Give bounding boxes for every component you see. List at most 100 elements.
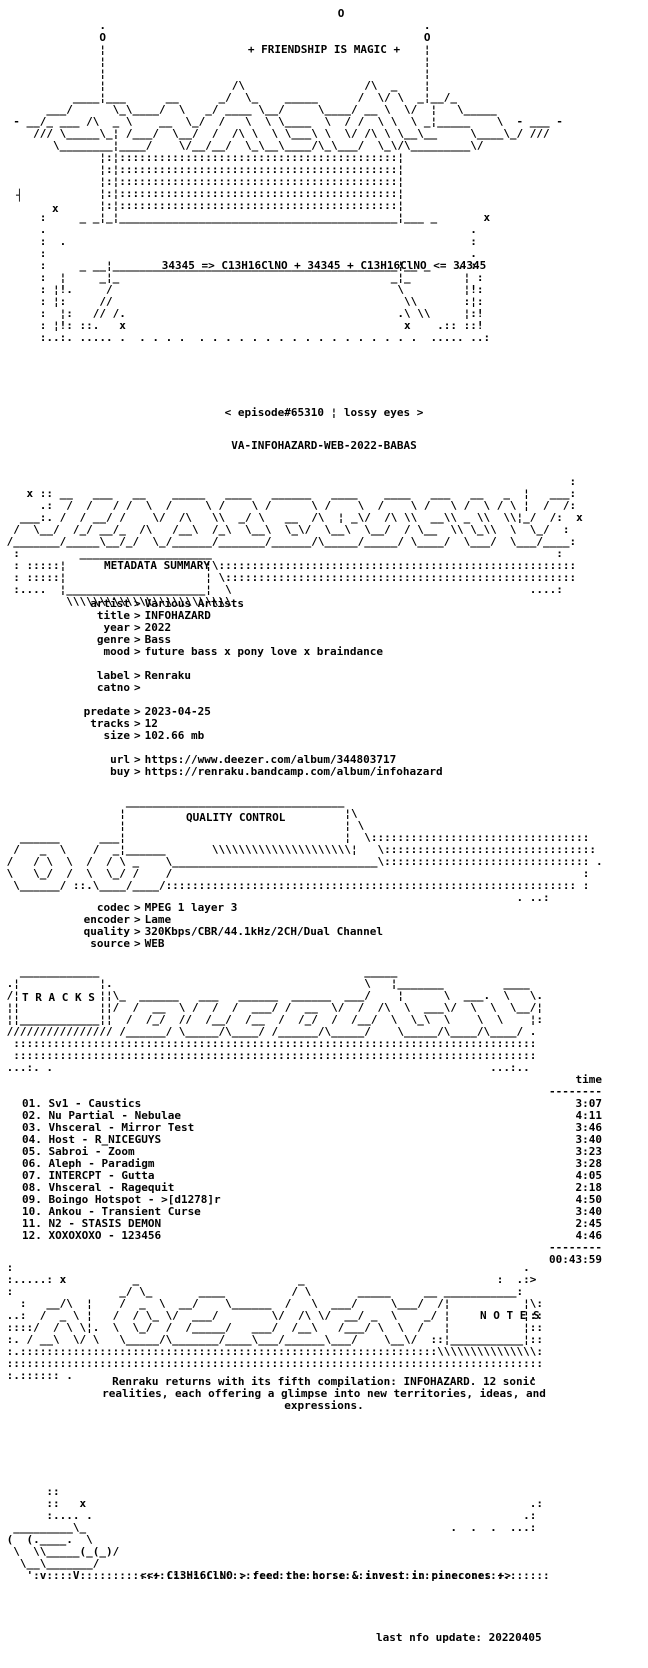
field-value: Various Artists — [144, 597, 244, 610]
header-ascii-art: O . . O O ¦ ¦ — [13, 7, 563, 344]
field-key: mood — [103, 645, 131, 658]
track-time: 2:45 — [575, 1217, 603, 1230]
track-row: 12. XOXOXOXO - 123456 4:46 — [22, 1230, 602, 1242]
track-row: 09. Boingo Hotspot - >[d1278]r 4:50 — [22, 1194, 602, 1206]
track-row: 03. Vhsceral - Mirror Test 3:46 — [22, 1122, 602, 1134]
field-value: 320Kbps/CBR/44.1kHz/2CH/Dual Channel — [144, 925, 384, 938]
track-title: 10. Ankou - Transient Curse — [22, 1205, 201, 1218]
field-key: encoder — [83, 913, 130, 926]
total-divider: -------- — [549, 1241, 602, 1254]
total-divider-row: -------- — [22, 1242, 602, 1254]
metadata-banner-art: : x :: __ ___ __ _____ ____ ______ ____ … — [6, 475, 583, 608]
field-tracks: tracks>12 — [0, 718, 648, 730]
track-time: 3:23 — [575, 1145, 603, 1158]
side-glyph: ┤ — [16, 189, 23, 202]
track-time: 3:28 — [575, 1157, 603, 1170]
field-value: 2023-04-25 — [144, 705, 211, 718]
field-size: size>102.66 mb — [0, 730, 648, 742]
buy-link[interactable]: https://renraku.bandcamp.com/album/infoh… — [144, 765, 443, 778]
metadata-heading: METADATA SUMMARY — [104, 559, 210, 572]
track-title: 09. Boingo Hotspot - >[d1278]r — [22, 1193, 221, 1206]
track-title: 05. Sabroi - Zoom — [22, 1145, 135, 1158]
notes-line-3: expressions. — [284, 1399, 364, 1412]
field-value: WEB — [144, 937, 165, 950]
field-key: quality — [83, 925, 130, 938]
notes-banner-art: : . :.....: x _ _ : .:> : _/ \_ ____ — [6, 1261, 544, 1382]
tracks-heading: T R A C K S — [22, 991, 95, 1004]
track-title: 03. Vhsceral - Mirror Test — [22, 1121, 195, 1134]
quality-banner-art: _________________________________ ¦ ¦\ ¦… — [6, 795, 603, 904]
track-title: 01. Sv1 - Caustics — [22, 1097, 142, 1110]
track-title: 11. N2 - STASIS DEMON — [22, 1217, 162, 1230]
track-time: 4:05 — [575, 1169, 603, 1182]
notes-heading: N O T E S — [480, 1309, 540, 1322]
track-row: 08. Vhsceral - Ragequit 2:18 — [22, 1182, 602, 1194]
last-update: last nfo update: 20220405 — [376, 1631, 542, 1644]
field-label: label>Renraku — [0, 670, 648, 682]
track-time: 3:46 — [575, 1121, 603, 1134]
field-predate: predate>2023-04-25 — [0, 706, 648, 718]
field-value: 102.66 mb — [144, 729, 205, 742]
track-time: 3:40 — [575, 1205, 603, 1218]
field-year: year>2022 — [0, 622, 648, 634]
time-divider: -------- — [549, 1085, 602, 1098]
notes-line-1: Renraku returns with its fifth compilati… — [112, 1375, 536, 1388]
field-codec: codec>MPEG 1 layer 3 — [0, 902, 648, 914]
field-genre: genre>Bass — [0, 634, 648, 646]
side-x-mark: x — [52, 202, 59, 215]
quality-heading: QUALITY CONTROL — [186, 811, 286, 824]
field-encoder: encoder>Lame — [0, 914, 648, 926]
track-row: 06. Aleph - Paradigm 3:28 — [22, 1158, 602, 1170]
field-key: codec — [96, 901, 130, 914]
field-value: Bass — [144, 633, 172, 646]
url-link[interactable]: https://www.deezer.com/album/344803717 — [144, 753, 397, 766]
field-key: genre — [96, 633, 130, 646]
field-url: url>https://www.deezer.com/album/3448037… — [0, 754, 648, 766]
field-key: buy — [110, 765, 130, 778]
field-quality: quality>320Kbps/CBR/44.1kHz/2CH/Dual Cha… — [0, 926, 648, 938]
field-key: artist — [90, 597, 130, 610]
track-row: 07. INTERCPT - Gutta 4:05 — [22, 1170, 602, 1182]
track-time: 4:11 — [575, 1109, 603, 1122]
field-value: 12 — [144, 717, 158, 730]
field-value: 2022 — [144, 621, 172, 634]
footer-art: :: :: x .: :.... . .: _________\_ — [6, 1485, 550, 1582]
field-value: MPEG 1 layer 3 — [144, 901, 238, 914]
field-catno: catno> — [0, 682, 648, 694]
field-value: INFOHAZARD — [144, 609, 211, 622]
track-time: 2:18 — [575, 1181, 603, 1194]
footer-tagline: <<+ C13H16ClNO > feed the horse & invest… — [140, 1569, 511, 1582]
field-value: Lame — [144, 913, 172, 926]
field-artist: artist>Various Artists — [0, 598, 648, 610]
track-row: 02. Nu Partial - Nebulae 4:11 — [22, 1110, 602, 1122]
field-key: size — [103, 729, 131, 742]
track-title: 02. Nu Partial - Nebulae — [22, 1109, 181, 1122]
track-time: 4:46 — [575, 1229, 603, 1242]
tracks-banner-art: ____________ _____ .¦ ¦. \ ¦_______ ____… — [6, 965, 544, 1074]
header-title: + FRIENDSHIP IS MAGIC + — [247, 43, 401, 56]
field-source: source>WEB — [0, 938, 648, 950]
field-title: title>INFOHAZARD — [0, 610, 648, 622]
track-title: 04. Host - R_NICEGUYS — [22, 1133, 162, 1146]
release-name: VA-INFOHAZARD-WEB-2022-BABAS — [231, 439, 417, 452]
field-key: label — [96, 669, 130, 682]
field-key: tracks — [90, 717, 130, 730]
track-row: 10. Ankou - Transient Curse 3:40 — [22, 1206, 602, 1218]
field-buy: buy>https://renraku.bandcamp.com/album/i… — [0, 766, 648, 778]
field-key: predate — [83, 705, 130, 718]
time-header-row: time — [22, 1073, 603, 1086]
time-header: time — [575, 1073, 603, 1086]
total-time: 00:43:59 — [549, 1253, 602, 1266]
episode-line: < episode#65310 ¦ lossy eyes > — [224, 406, 424, 419]
field-key: title — [96, 609, 130, 622]
track-title: 12. XOXOXOXO - 123456 — [22, 1229, 162, 1242]
track-row: 11. N2 - STASIS DEMON 2:45 — [22, 1218, 602, 1230]
track-title: 07. INTERCPT - Gutta — [22, 1169, 155, 1182]
field-key: source — [90, 937, 130, 950]
track-title: 06. Aleph - Paradigm — [22, 1157, 155, 1170]
track-time: 4:50 — [575, 1193, 603, 1206]
total-row: 00:43:59 — [22, 1254, 602, 1266]
track-title: 08. Vhsceral - Ragequit — [22, 1181, 175, 1194]
